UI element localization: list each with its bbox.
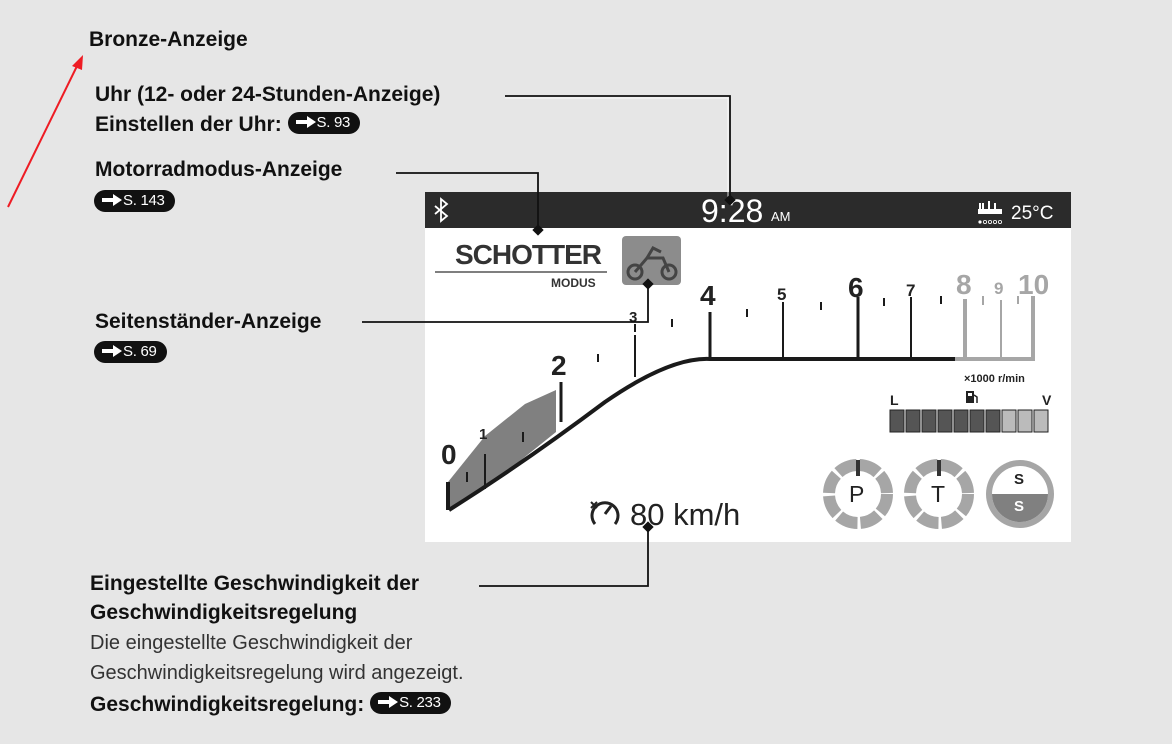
- mode-sub: MODUS: [551, 276, 596, 290]
- clock-set-label: Einstellen der Uhr:: [95, 113, 282, 136]
- tach-fill: [448, 390, 556, 510]
- indicator-s: S S: [986, 460, 1054, 528]
- sidestand-ref-line: S. 69: [94, 341, 167, 365]
- battery-gauge: L V: [889, 391, 1052, 433]
- cruise-control-icon: [590, 501, 620, 525]
- cruise-ref-text: S. 233: [399, 694, 441, 712]
- tach-label-8: 8: [956, 269, 972, 300]
- cruise-link-line: Geschwindigkeitsregelung: S. 233: [90, 692, 451, 717]
- instrument-display: 9:28 AM 25°C SCHOTTER MODUS: [425, 192, 1071, 542]
- tach-label-0: 0: [441, 439, 457, 470]
- temperature-readout: 25°C: [1011, 203, 1053, 224]
- fuel-pump-icon: [966, 391, 978, 403]
- tach-baseline: [447, 356, 955, 512]
- clock-ampm: AM: [771, 209, 791, 224]
- tach-label-10: 10: [1018, 269, 1049, 300]
- indicator-p: P: [823, 459, 893, 529]
- tach-label-4: 4: [700, 280, 716, 311]
- arrow-right-icon: [295, 116, 316, 129]
- indicator-s-bottom: S: [1014, 498, 1024, 515]
- cruise-title-line-1: Eingestellte Geschwindigkeit der: [90, 572, 420, 595]
- clock-set-line: Einstellen der Uhr: S. 93: [95, 112, 361, 137]
- tach-label-3: 3: [629, 309, 637, 326]
- mode-name: SCHOTTER: [455, 239, 602, 270]
- arrow-right-icon: [102, 345, 122, 358]
- battery-low-label: L: [890, 392, 899, 408]
- mode-ref-text: S. 143: [123, 192, 165, 209]
- tach-label-5: 5: [777, 285, 786, 304]
- status-bar: [425, 192, 1071, 228]
- tach-labels: 0 1 2 3 4 5 6 7 8 9 10: [441, 269, 1049, 470]
- sidestand-label: Seitenständer-Anzeige: [95, 310, 322, 333]
- indicator-t: T: [904, 459, 974, 529]
- clock-page-ref[interactable]: S. 93: [287, 112, 361, 135]
- indicator-t-label: T: [931, 481, 945, 507]
- battery-high-label: V: [1042, 392, 1052, 408]
- arrow-right-icon: [378, 696, 399, 709]
- arrow-right-icon: [102, 194, 122, 207]
- sidestand-ref-text: S. 69: [123, 343, 157, 360]
- indicator-p-label: P: [849, 481, 864, 507]
- bronze-label: Bronze-Anzeige: [89, 28, 248, 51]
- tach-label-6: 6: [848, 272, 864, 303]
- cruise-link-label: Geschwindigkeitsregelung:: [90, 693, 365, 716]
- motorcycle-icon: [626, 246, 678, 281]
- tach-label-2: 2: [551, 350, 567, 381]
- rpm-unit: ×1000 r/min: [964, 373, 1025, 385]
- cruise-title-line-2: Geschwindigkeitsregelung: [90, 601, 358, 624]
- mode-page-ref[interactable]: S. 143: [94, 190, 175, 212]
- sidestand-page-ref[interactable]: S. 69: [94, 341, 167, 363]
- cruise-desc-line-2: Geschwindigkeitsregelung wird angezeigt.: [90, 662, 464, 684]
- indicator-s-top: S: [1014, 471, 1024, 488]
- bluetooth-icon: [434, 197, 449, 223]
- clock-ref-text: S. 93: [316, 114, 351, 132]
- mode-label: Motorradmodus-Anzeige: [95, 158, 343, 181]
- tach-label-9: 9: [994, 279, 1003, 298]
- coolant-temp-icon: [978, 201, 1003, 224]
- tach-label-1: 1: [479, 426, 487, 443]
- clock-label: Uhr (12- oder 24-Stunden-Anzeige): [95, 83, 441, 106]
- tach-label-7: 7: [906, 281, 915, 300]
- cruise-desc-line-1: Die eingestellte Geschwindigkeit der: [90, 632, 413, 654]
- sidestand-indicator: [622, 236, 681, 285]
- cruise-page-ref[interactable]: S. 233: [370, 692, 451, 715]
- mode-ref-line: S. 143: [94, 190, 175, 214]
- tachometer: [446, 296, 1035, 512]
